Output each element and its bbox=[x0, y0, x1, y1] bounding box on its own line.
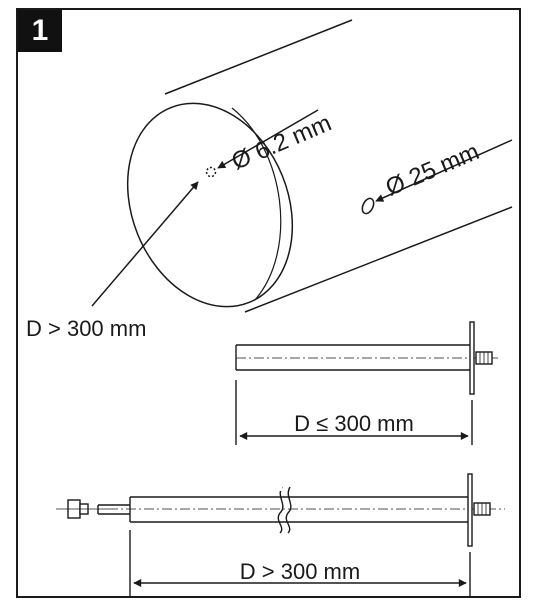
long-probe-break bbox=[277, 486, 284, 534]
pipe-bottom-edge bbox=[244, 206, 513, 313]
short-probe-flange bbox=[469, 321, 475, 395]
pipe-inner-edge bbox=[231, 107, 282, 301]
short-probe bbox=[235, 321, 500, 445]
long-probe bbox=[56, 473, 505, 598]
pipe-distance-label: D > 300 mm bbox=[26, 316, 146, 341]
pipe-opening bbox=[126, 102, 294, 308]
pipe-top-edge bbox=[164, 19, 353, 95]
small-hole-pointer bbox=[217, 109, 319, 169]
small-hole bbox=[205, 166, 217, 178]
distance-leader bbox=[91, 181, 199, 307]
large-hole-pointer bbox=[375, 139, 513, 202]
long-probe-flange bbox=[467, 473, 473, 547]
step-number-badge: 1 bbox=[18, 10, 62, 52]
large-hole bbox=[361, 197, 375, 215]
long-probe-dimension-label: D > 300 mm bbox=[240, 559, 360, 584]
pipe-drawing bbox=[91, 19, 513, 313]
large-hole-label: Ø 25 mm bbox=[382, 138, 483, 201]
short-probe-dimension-label: D ≤ 300 mm bbox=[294, 411, 414, 436]
